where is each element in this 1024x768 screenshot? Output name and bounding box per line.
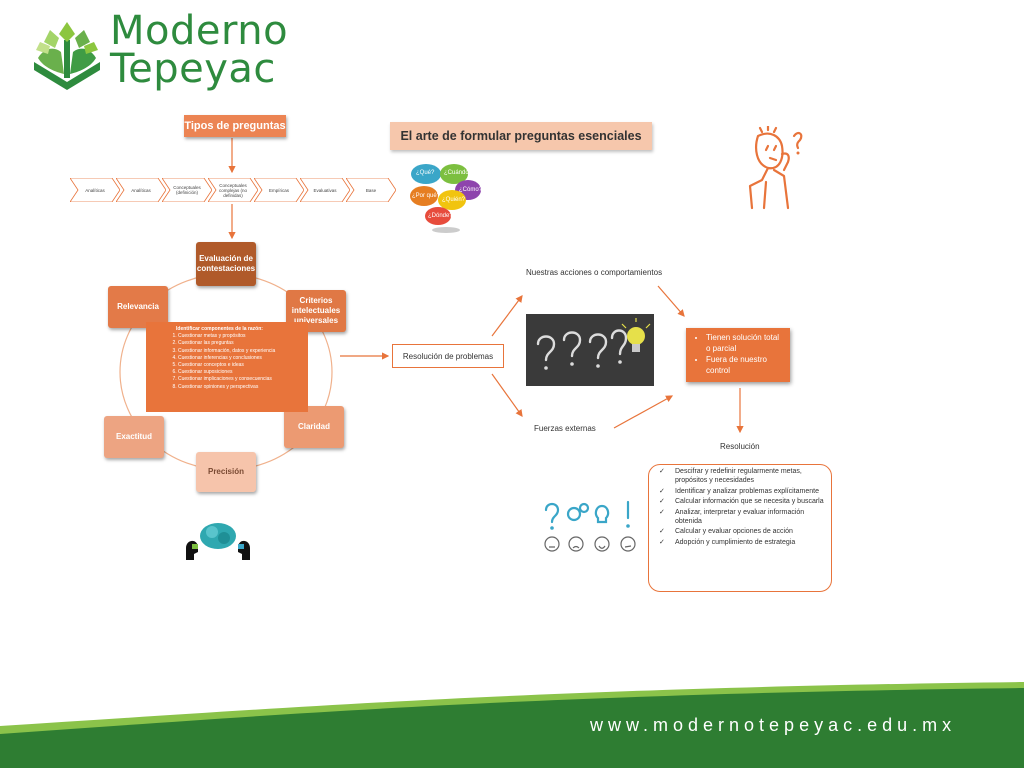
chevron-label: Evaluativas	[313, 187, 337, 193]
tienen-solucion-box: Tienen solución total o parcial Fuera de…	[686, 328, 790, 382]
chevron-item: Analíticas	[70, 178, 120, 202]
list-item: Cuestionar inferencias y conclusiones	[178, 355, 302, 362]
list-item: Cuestionar información, datos y experien…	[178, 348, 302, 355]
chevron-item: Conceptuales (definición)	[162, 178, 212, 202]
chevron-label: Analíticas	[131, 187, 151, 193]
list-item: Fuera de nuestro control	[706, 354, 784, 376]
list-item: Tienen solución total o parcial	[706, 332, 784, 354]
cycle-evaluacion-box: Evaluación de contestaciones	[196, 242, 256, 286]
thinking-person-icon	[748, 126, 803, 210]
center-components-list: Identificar componentes de la razón: Cue…	[146, 322, 308, 412]
chevron-label: Base	[365, 187, 377, 193]
footer-wave	[0, 682, 1024, 768]
resolucion-items: Descifrar y redefinir regularmente metas…	[655, 467, 825, 547]
bubble-text: ¿Quién?	[442, 197, 466, 203]
bubble-text: ¿Cómo?	[459, 187, 483, 193]
acciones-label: Nuestras acciones o comportamientos	[526, 268, 663, 277]
logo-line-1: Moderno	[110, 8, 289, 54]
list-item: Analizar, interpretar y evaluar informac…	[659, 508, 825, 526]
chevron-label: Analíticas	[85, 187, 105, 193]
list-item: Adopción y cumplimiento de estrategia	[659, 538, 825, 547]
chevron-item: Conceptuales complejas (no definidas)	[208, 178, 258, 202]
resolucion-label: Resolución	[720, 442, 760, 451]
arrow-to-fuerzas	[491, 373, 523, 417]
cycle-exactitud-box: Exactitud	[104, 416, 164, 458]
tree-logo-icon	[34, 22, 100, 90]
fuerzas-label: Fuerzas externas	[534, 424, 596, 433]
list-item: Cuestionar suposiciones	[178, 369, 302, 376]
chevron-label: Conceptuales (definición)	[173, 185, 201, 195]
list-item: Cuestionar metas y propósitos	[178, 333, 302, 340]
arrow-fuerzas-to-tienen	[613, 395, 674, 429]
list-item: Cuestionar opiniones y perspectivas	[178, 384, 302, 391]
logo-wordmark: Moderno Tepeyac	[110, 8, 289, 92]
bubble-text: ¿Por qué?	[412, 193, 441, 199]
tienen-list: Tienen solución total o parcial Fuera de…	[692, 332, 784, 376]
tipos-de-preguntas-box: Tipos de preguntas	[184, 115, 286, 137]
chevron-label: Conceptuales complejas (no definidas)	[218, 182, 247, 198]
resolucion-problemas-box: Resolución de problemas	[392, 344, 504, 368]
speech-bubbles-icon	[410, 164, 481, 233]
list-item: Cuestionar implicaciones y consecuencias	[178, 376, 302, 383]
bubble-text: ¿Qué?	[416, 170, 435, 176]
bubble-text: ¿Dónde?	[428, 213, 453, 219]
heads-brain-icon	[186, 523, 250, 560]
arte-title-box: El arte de formular preguntas esenciales	[390, 122, 652, 150]
cycle-relevancia-box: Relevancia	[108, 286, 168, 328]
list-item: Descifrar y redefinir regularmente metas…	[659, 467, 825, 485]
cycle-claridad-box: Claridad	[284, 406, 344, 448]
list-item: Identificar y analizar problemas explíci…	[659, 487, 825, 496]
arrow-to-acciones	[491, 295, 523, 337]
list-item: Calcular y evaluar opciones de acción	[659, 527, 825, 536]
chevron-label: Empíricas	[268, 187, 289, 193]
resolucion-checklist: Descifrar y redefinir regularmente metas…	[648, 464, 832, 592]
bubble-text: ¿Cuándo?	[444, 170, 473, 176]
arrow-acciones-to-tienen	[657, 285, 685, 317]
question-bubbles: ¿Qué? ¿Cuándo? ¿Cómo? ¿Por qué? ¿Quién? …	[408, 160, 484, 236]
footer-url[interactable]: www.modernotepeyac.edu.mx	[590, 715, 957, 735]
chevron-item: Analíticas	[116, 178, 166, 202]
chevron-item: Evaluativas	[300, 178, 350, 202]
logo-line-2: Tepeyac	[110, 46, 276, 92]
chevron-item: Base	[346, 178, 396, 202]
list-item: Cuestionar las preguntas	[178, 340, 302, 347]
cycle-precision-box: Precisión	[196, 452, 256, 492]
center-list-items: Cuestionar metas y propósitos Cuestionar…	[152, 333, 302, 391]
center-list-heading: Identificar componentes de la razón:	[176, 326, 263, 332]
list-item: Calcular información que se necesita y b…	[659, 497, 825, 506]
question-idea-faces-icon	[544, 500, 636, 552]
chalkboard-question-marks-icon	[526, 314, 654, 386]
list-item: Cuestionar conceptos e ideas	[178, 362, 302, 369]
chevron-item: Empíricas	[254, 178, 304, 202]
